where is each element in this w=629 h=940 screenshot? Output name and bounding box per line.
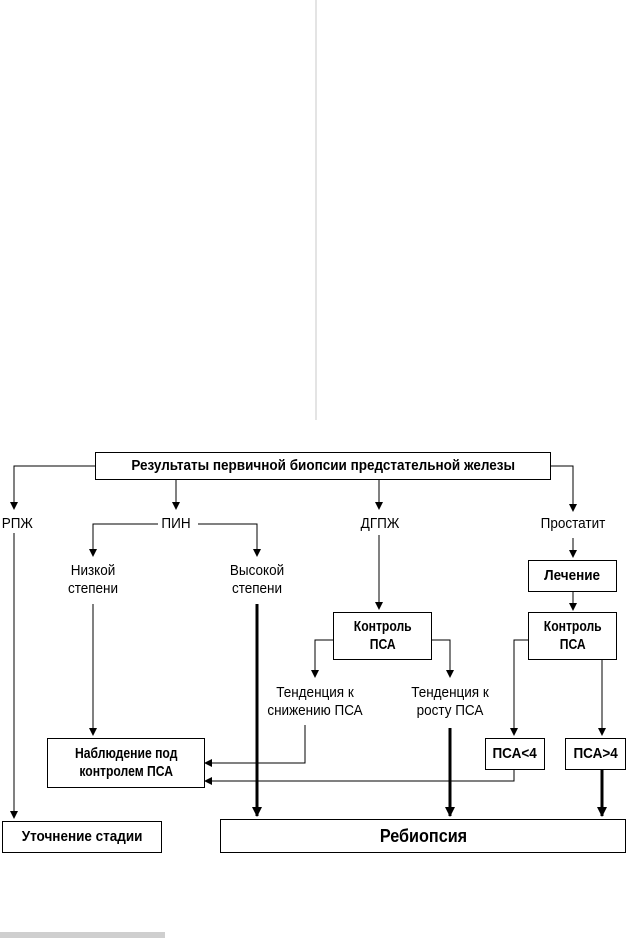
edge-pin-low bbox=[89, 523, 158, 557]
root-node: Результаты первичной биопсии предстатель… bbox=[95, 452, 551, 480]
psa-lt4-label: ПСА<4 bbox=[492, 745, 538, 762]
trend-down-line-2: снижению ПСА bbox=[267, 702, 363, 719]
high-grade-label: Высокой степени bbox=[219, 562, 295, 598]
psa-control-left-line-2: ПСА bbox=[369, 636, 396, 653]
trend-up-line-2: росту ПСА bbox=[416, 702, 484, 719]
staging-label: Уточнение стадии bbox=[21, 828, 143, 845]
psa-gt4-node: ПСА>4 bbox=[565, 738, 626, 770]
observation-node: Наблюдение под контролем ПСА bbox=[47, 738, 205, 788]
trend-down-label: Тенденция к снижению ПСА bbox=[257, 684, 374, 720]
trend-up-label: Тенденция к росту ПСА bbox=[398, 684, 502, 720]
psa-control-right-node: Контроль ПСА bbox=[528, 612, 617, 660]
rpzh-label: РПЖ bbox=[1, 515, 33, 532]
edge-psa-trend-up bbox=[432, 639, 454, 678]
dgpzh-label: ДГПЖ bbox=[360, 515, 400, 532]
psa-control-right-label: Контроль ПСА bbox=[540, 618, 604, 654]
psa-control-left-label: Контроль ПСА bbox=[350, 618, 414, 654]
edge-root-prostatitis bbox=[551, 465, 577, 512]
page-footer-bar bbox=[0, 932, 165, 938]
psa-gt4-label: ПСА>4 bbox=[573, 745, 618, 762]
psa-control-right-line-1: Контроль bbox=[543, 618, 602, 635]
observation-line-1: Наблюдение под bbox=[74, 745, 178, 762]
edge-pin-high bbox=[198, 523, 261, 557]
edge-lt4-observation bbox=[204, 770, 515, 785]
high-grade-line-2: степени bbox=[231, 580, 283, 597]
rebiopsy-node: Ребиопсия bbox=[220, 819, 626, 853]
treatment-node: Лечение bbox=[528, 560, 617, 592]
prostatitis-label: Простатит bbox=[540, 515, 606, 532]
psa-control-left-node: Контроль ПСА bbox=[333, 612, 432, 660]
trend-down-line-1: Тенденция к bbox=[276, 684, 354, 701]
observation-label: Наблюдение под контролем ПСА bbox=[69, 745, 183, 781]
edge-psa-trend-down bbox=[311, 639, 333, 678]
pin-label: ПИН bbox=[161, 515, 191, 532]
low-grade-label: Низкой степени bbox=[57, 562, 129, 598]
staging-node: Уточнение стадии bbox=[2, 821, 162, 853]
edge-trend-down-observation bbox=[204, 725, 306, 767]
edge-root-rpzh bbox=[10, 465, 95, 510]
trend-up-line-1: Тенденция к bbox=[411, 684, 489, 701]
observation-line-2: контролем ПСА bbox=[79, 763, 173, 780]
treatment-label: Лечение bbox=[544, 567, 601, 584]
root-node-label: Результаты первичной биопсии предстатель… bbox=[131, 457, 515, 474]
psa-control-left-line-1: Контроль bbox=[353, 618, 412, 635]
rebiopsy-label: Ребиопсия bbox=[379, 826, 467, 846]
edge-psa-lt4 bbox=[510, 639, 528, 736]
psa-control-right-line-2: ПСА bbox=[559, 636, 586, 653]
high-grade-line-1: Высокой bbox=[229, 562, 285, 579]
psa-lt4-node: ПСА<4 bbox=[485, 738, 545, 770]
low-grade-line-2: степени bbox=[67, 580, 119, 597]
low-grade-line-1: Низкой bbox=[70, 562, 116, 579]
